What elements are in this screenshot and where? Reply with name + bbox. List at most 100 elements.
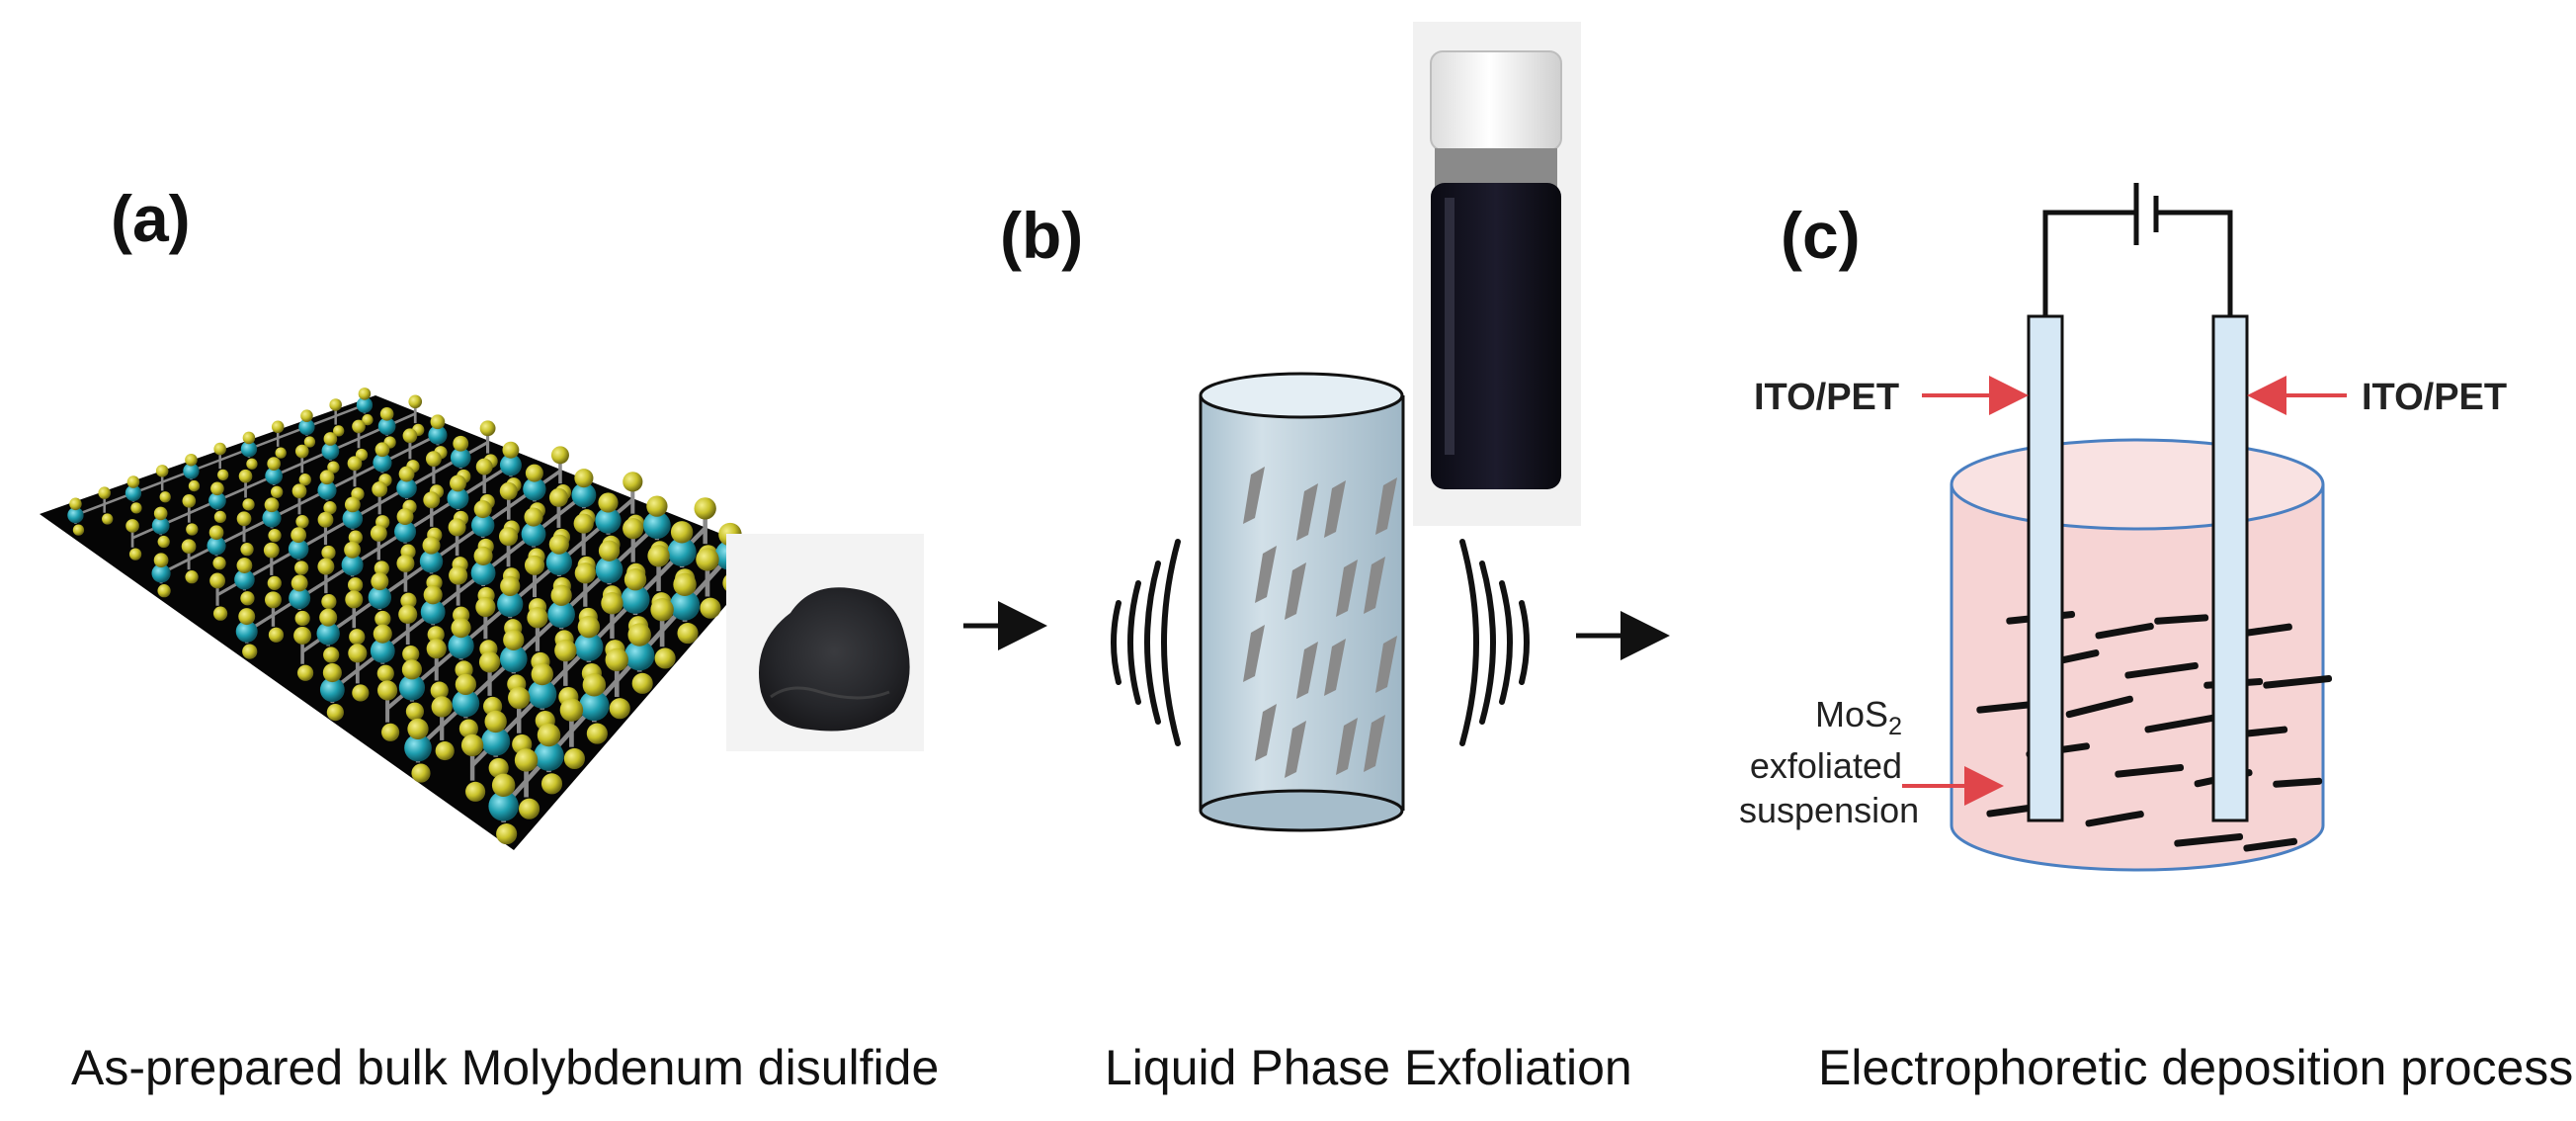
molybdenum-atom [265, 467, 284, 485]
molybdenum-atom [528, 679, 557, 709]
sulfur-atom [502, 441, 520, 459]
sulfur-atom [488, 757, 509, 778]
flake [1285, 721, 1306, 778]
molybdenum-atom [499, 645, 528, 673]
molybdenum-atom [499, 454, 522, 476]
sulfur-atom [130, 502, 142, 514]
molybdenum-atom [321, 442, 340, 461]
sulfur-atom [102, 513, 114, 525]
sulfur-atom [499, 527, 519, 547]
sulfur-atom [573, 513, 594, 534]
sulfur-atom [455, 660, 473, 679]
molybdenum-atom [316, 622, 340, 646]
flake [1364, 557, 1385, 614]
sulfur-atom [550, 446, 569, 465]
sulfur-atom [396, 508, 414, 526]
sulfur-atom [210, 481, 224, 496]
sulfur-atom [238, 608, 256, 626]
sulfur-atom [405, 702, 424, 721]
sulfur-atom [491, 773, 516, 798]
sulfur-atom [647, 545, 670, 567]
sulfur-atom [460, 733, 484, 757]
sulfur-atom [473, 546, 493, 565]
sulfur-atom [396, 554, 415, 572]
sulfur-atom [548, 534, 569, 555]
suspension-flake [2144, 713, 2223, 733]
molybdenum-atom [488, 791, 519, 821]
molybdenum-atom [420, 599, 446, 625]
sulfur-atom [344, 496, 361, 513]
electrode-right [2211, 314, 2249, 822]
molybdenum-atom [262, 508, 282, 528]
sulfur-atom [358, 388, 372, 400]
sulfur-atom [398, 604, 418, 625]
sulfur-atom [524, 555, 545, 575]
molybdenum-atom [125, 484, 142, 501]
sulfur-atom [598, 492, 619, 513]
sulfur-atom [371, 572, 389, 591]
sulfur-atom [298, 474, 311, 486]
sulfur-atom [349, 629, 366, 646]
sulfur-atom [242, 644, 258, 659]
sulfur-atom [155, 465, 169, 477]
flake [1336, 718, 1358, 775]
sulfur-atom [559, 698, 584, 722]
molybdenum-atom [669, 590, 701, 621]
molybdenum-atom [289, 587, 311, 610]
molybdenum-atom [621, 584, 650, 614]
sulfur-atom [347, 577, 364, 593]
sulfur-atom [531, 662, 553, 686]
sulfur-atom [333, 425, 345, 437]
suspension-flake [2154, 614, 2209, 625]
sulfur-atom [574, 469, 594, 488]
sulfur-atom [627, 623, 651, 647]
sulfur-atom [563, 747, 585, 770]
sulfur-atom [426, 639, 447, 659]
sulfur-atom [291, 527, 307, 544]
sulfur-atom [574, 562, 596, 584]
sulfur-atom [352, 684, 370, 702]
molybdenum-atom [404, 733, 432, 762]
sulfur-atom [321, 594, 337, 610]
sulfur-atom [128, 548, 142, 560]
sulfur-atom [496, 823, 518, 845]
flake [1255, 546, 1277, 603]
sulfur-atom [377, 680, 398, 701]
sulfur-atom [670, 521, 694, 544]
sulfur-atom [329, 398, 342, 411]
sulfur-atom [465, 781, 486, 802]
sulfur-atom [236, 558, 253, 573]
sulfur-atom [291, 574, 308, 592]
flake [1296, 483, 1318, 541]
exfoliated-flakes [1243, 467, 1397, 778]
sulfur-atom [623, 472, 643, 492]
sulfur-atom [598, 540, 621, 561]
sulfur-atom [267, 457, 281, 471]
molybdenum-atom [497, 590, 524, 618]
sound-wave-icon [1111, 539, 1181, 746]
flake [1375, 477, 1397, 535]
sulfur-atom [499, 481, 518, 500]
molybdenum-atom [595, 507, 622, 534]
panel-c [1902, 183, 2347, 872]
molybdenum-atom [547, 600, 575, 629]
suspension-label-line1: MoS2 [1814, 694, 1902, 741]
sulfur-atom [271, 420, 285, 434]
sulfur-atom [527, 607, 548, 629]
caption-b: Liquid Phase Exfoliation [1105, 1040, 1632, 1095]
molybdenum-atom [368, 585, 392, 610]
sulfur-atom [451, 618, 471, 639]
sulfur-atom [242, 498, 255, 511]
molybdenum-atom [234, 568, 255, 590]
molybdenum-atom [342, 508, 364, 529]
sulfur-atom [293, 626, 312, 645]
sulfur-atom [294, 610, 310, 627]
sulfur-atom [352, 419, 366, 434]
molybdenum-atom [341, 554, 364, 576]
molybdenum-atom [373, 453, 392, 473]
suspension-label: MoS2 exfoliated suspension [1739, 692, 1919, 832]
sulfur-atom [524, 507, 543, 527]
sulfur-atom [268, 529, 282, 543]
sulfur-atom [430, 681, 449, 700]
molybdenum-atom [398, 674, 426, 701]
